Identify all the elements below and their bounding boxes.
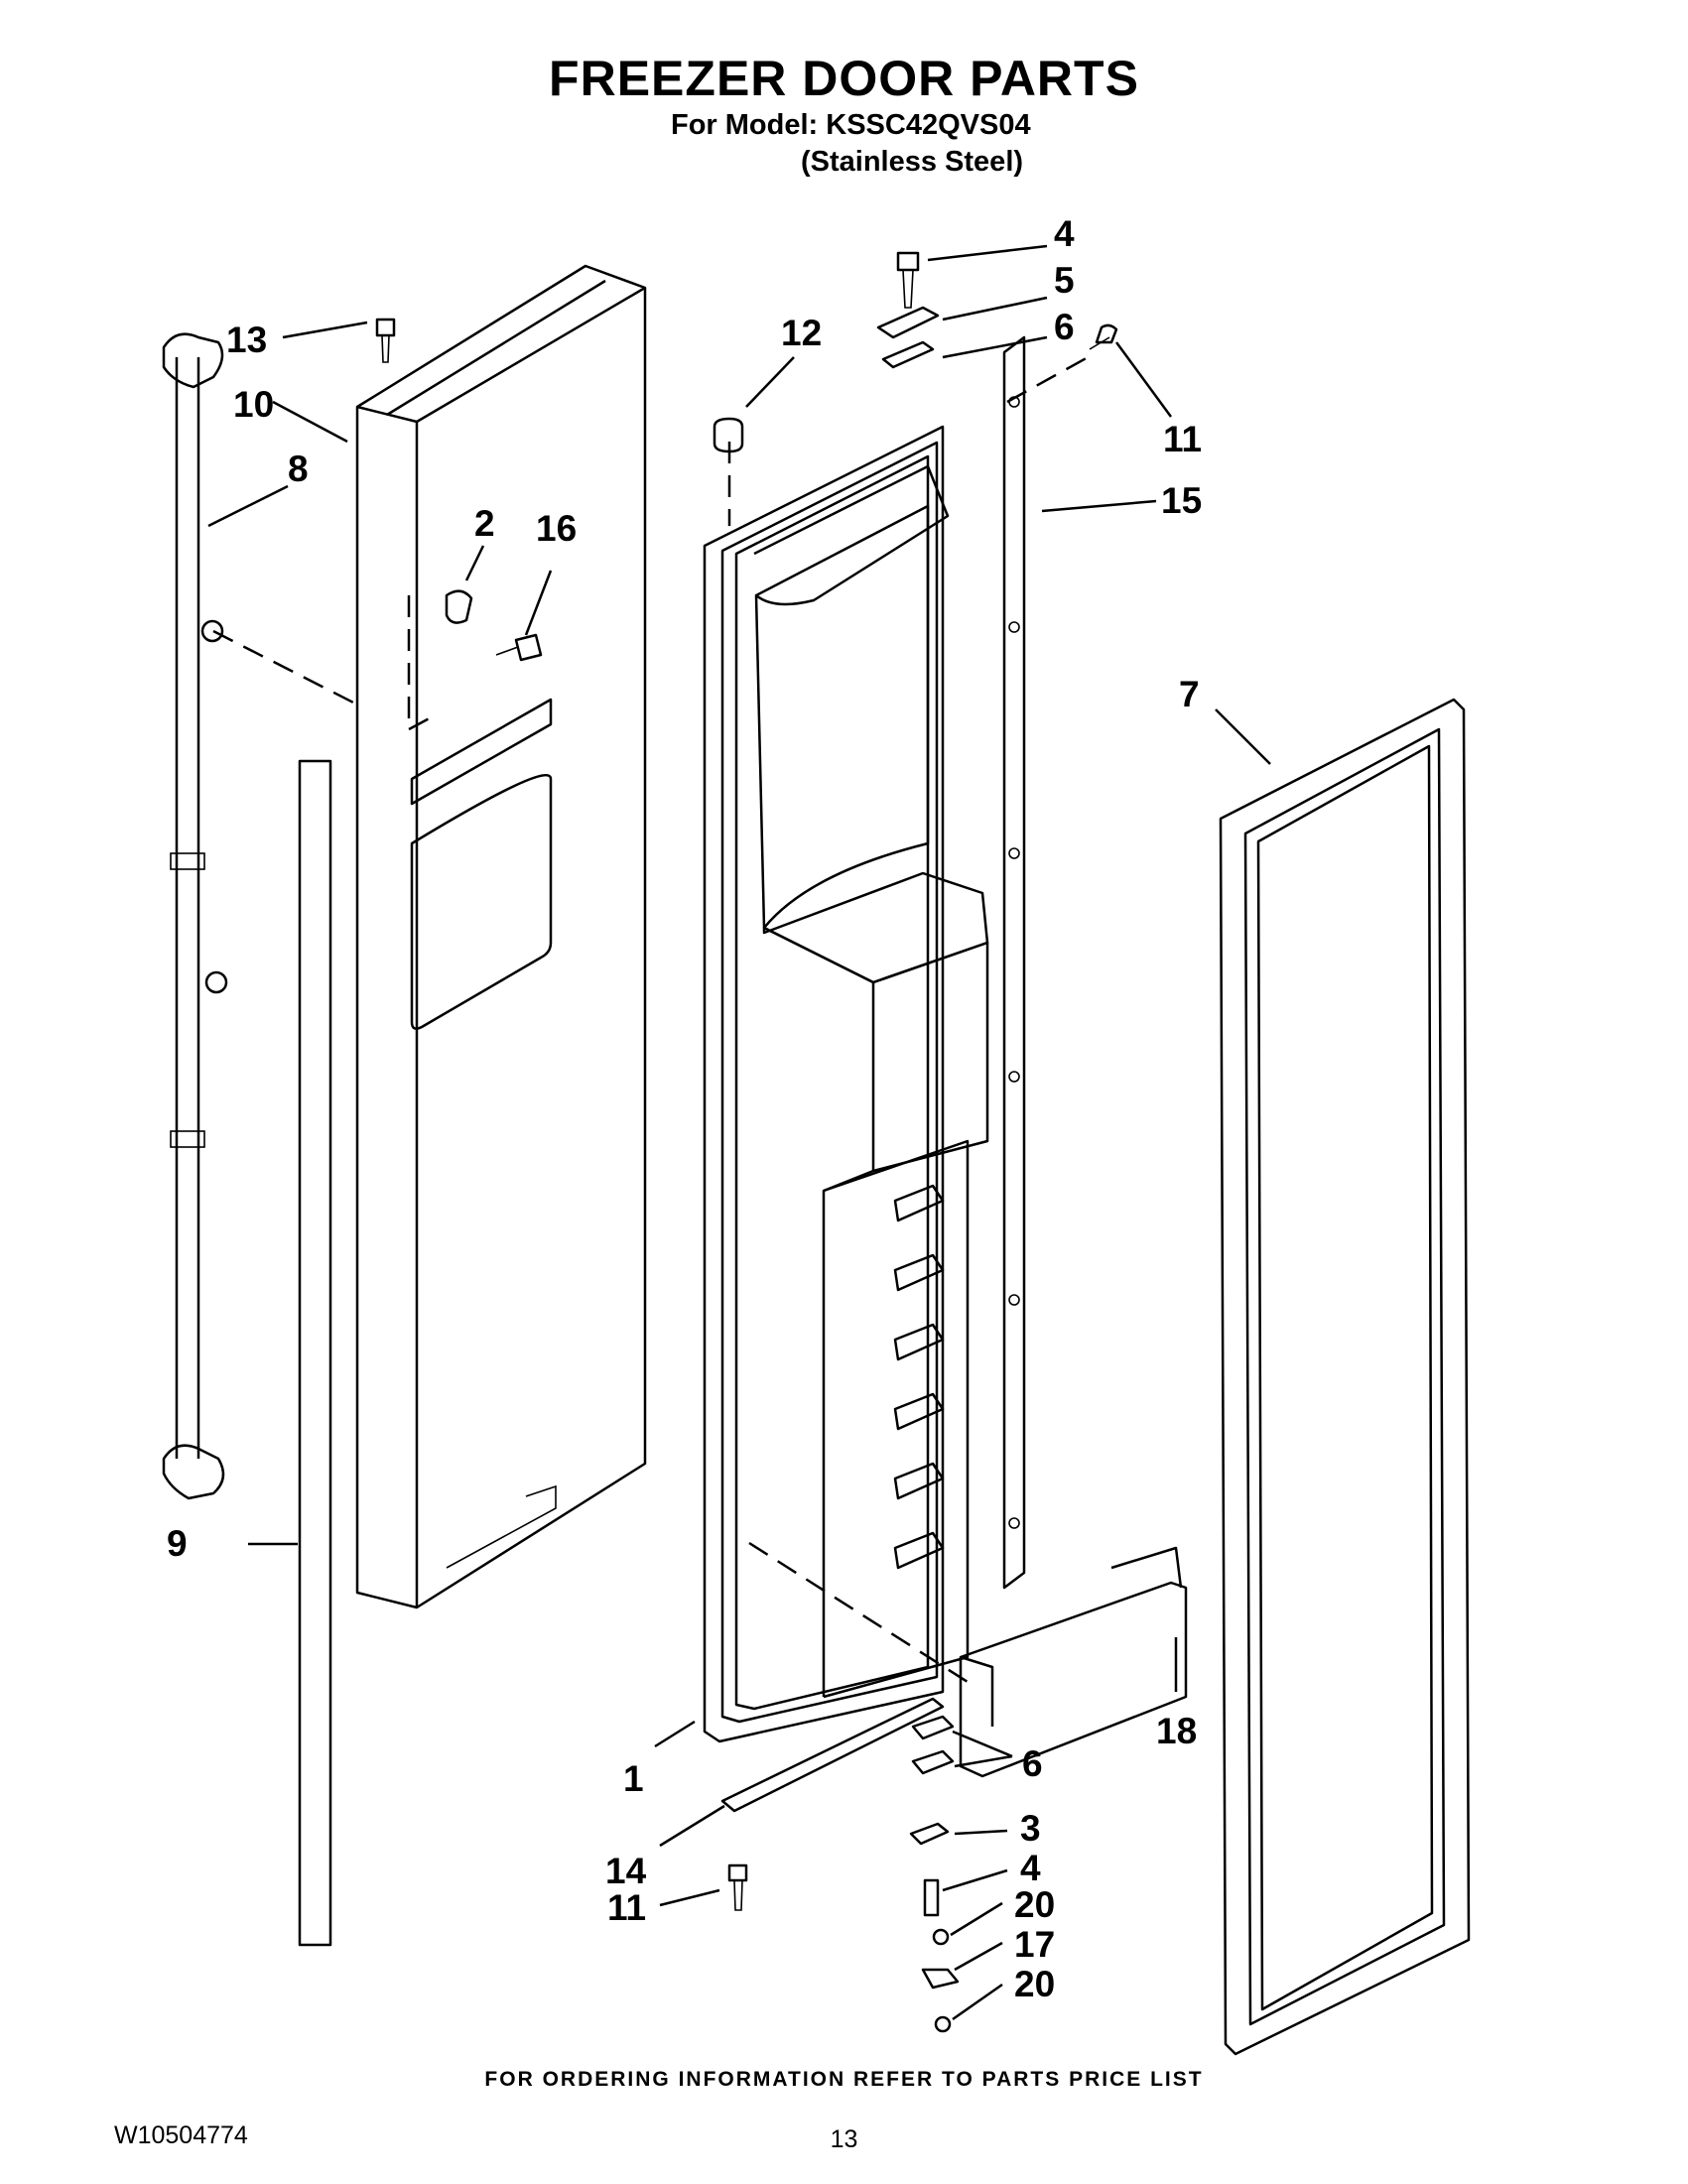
callout-11-top: 11 bbox=[1163, 419, 1202, 459]
callout-2: 2 bbox=[474, 503, 495, 544]
leader-dash-2 bbox=[407, 595, 438, 731]
callout-17: 17 bbox=[1014, 1924, 1055, 1965]
callout-5: 5 bbox=[1054, 260, 1075, 301]
part-gasket-15 bbox=[1002, 335, 1026, 1590]
part-hinge-pin-8 bbox=[162, 332, 228, 1500]
document-number: W10504774 bbox=[114, 2121, 248, 2149]
leader-lines bbox=[207, 244, 1271, 2021]
callout-20-upper: 20 bbox=[1014, 1884, 1055, 1925]
part-small-fasteners bbox=[375, 251, 1118, 2033]
callout-6-bottom: 6 bbox=[1022, 1743, 1043, 1784]
callout-15: 15 bbox=[1161, 480, 1202, 521]
callout-4-bottom: 4 bbox=[1020, 1848, 1041, 1888]
callout-16: 16 bbox=[536, 508, 577, 549]
part-bracket-14 bbox=[720, 1697, 945, 1813]
callout-14: 14 bbox=[605, 1851, 647, 1891]
callout-11-bottom: 11 bbox=[607, 1887, 646, 1928]
callout-12: 12 bbox=[781, 313, 822, 353]
ordering-note: FOR ORDERING INFORMATION REFER TO PARTS … bbox=[484, 2068, 1204, 2091]
callout-3: 3 bbox=[1020, 1808, 1041, 1849]
part-outer-door-panel-10 bbox=[355, 264, 647, 1609]
page-title: FREEZER DOOR PARTS bbox=[549, 51, 1139, 106]
part-trim-strip-9 bbox=[298, 759, 332, 1947]
part-door-panel-7 bbox=[1219, 698, 1471, 2056]
callout-10: 10 bbox=[233, 384, 274, 425]
leader-dash-8 bbox=[212, 629, 358, 707]
callout-1: 1 bbox=[623, 1758, 644, 1799]
callout-20-lower: 20 bbox=[1014, 1964, 1055, 2004]
callout-13: 13 bbox=[226, 320, 267, 360]
callout-7: 7 bbox=[1179, 674, 1200, 714]
callout-18: 18 bbox=[1156, 1711, 1197, 1751]
finish-line: (Stainless Steel) bbox=[801, 146, 1024, 178]
model-line: For Model: KSSC42QVS04 bbox=[671, 109, 1031, 141]
callout-6-top: 6 bbox=[1054, 307, 1075, 347]
callout-8: 8 bbox=[288, 449, 309, 489]
page-number: 13 bbox=[830, 2125, 858, 2153]
callout-9: 9 bbox=[167, 1523, 188, 1564]
part-handle-18 bbox=[959, 1546, 1188, 1778]
part-door-liner-1 bbox=[703, 425, 989, 1743]
leader-dash-18 bbox=[748, 1541, 969, 1684]
callout-labels: 13 10 8 2 16 12 4 5 6 11 15 7 9 1 18 6 1… bbox=[167, 213, 1202, 2004]
leader-dash-11 bbox=[1006, 353, 1093, 404]
callout-4-top: 4 bbox=[1054, 213, 1075, 254]
